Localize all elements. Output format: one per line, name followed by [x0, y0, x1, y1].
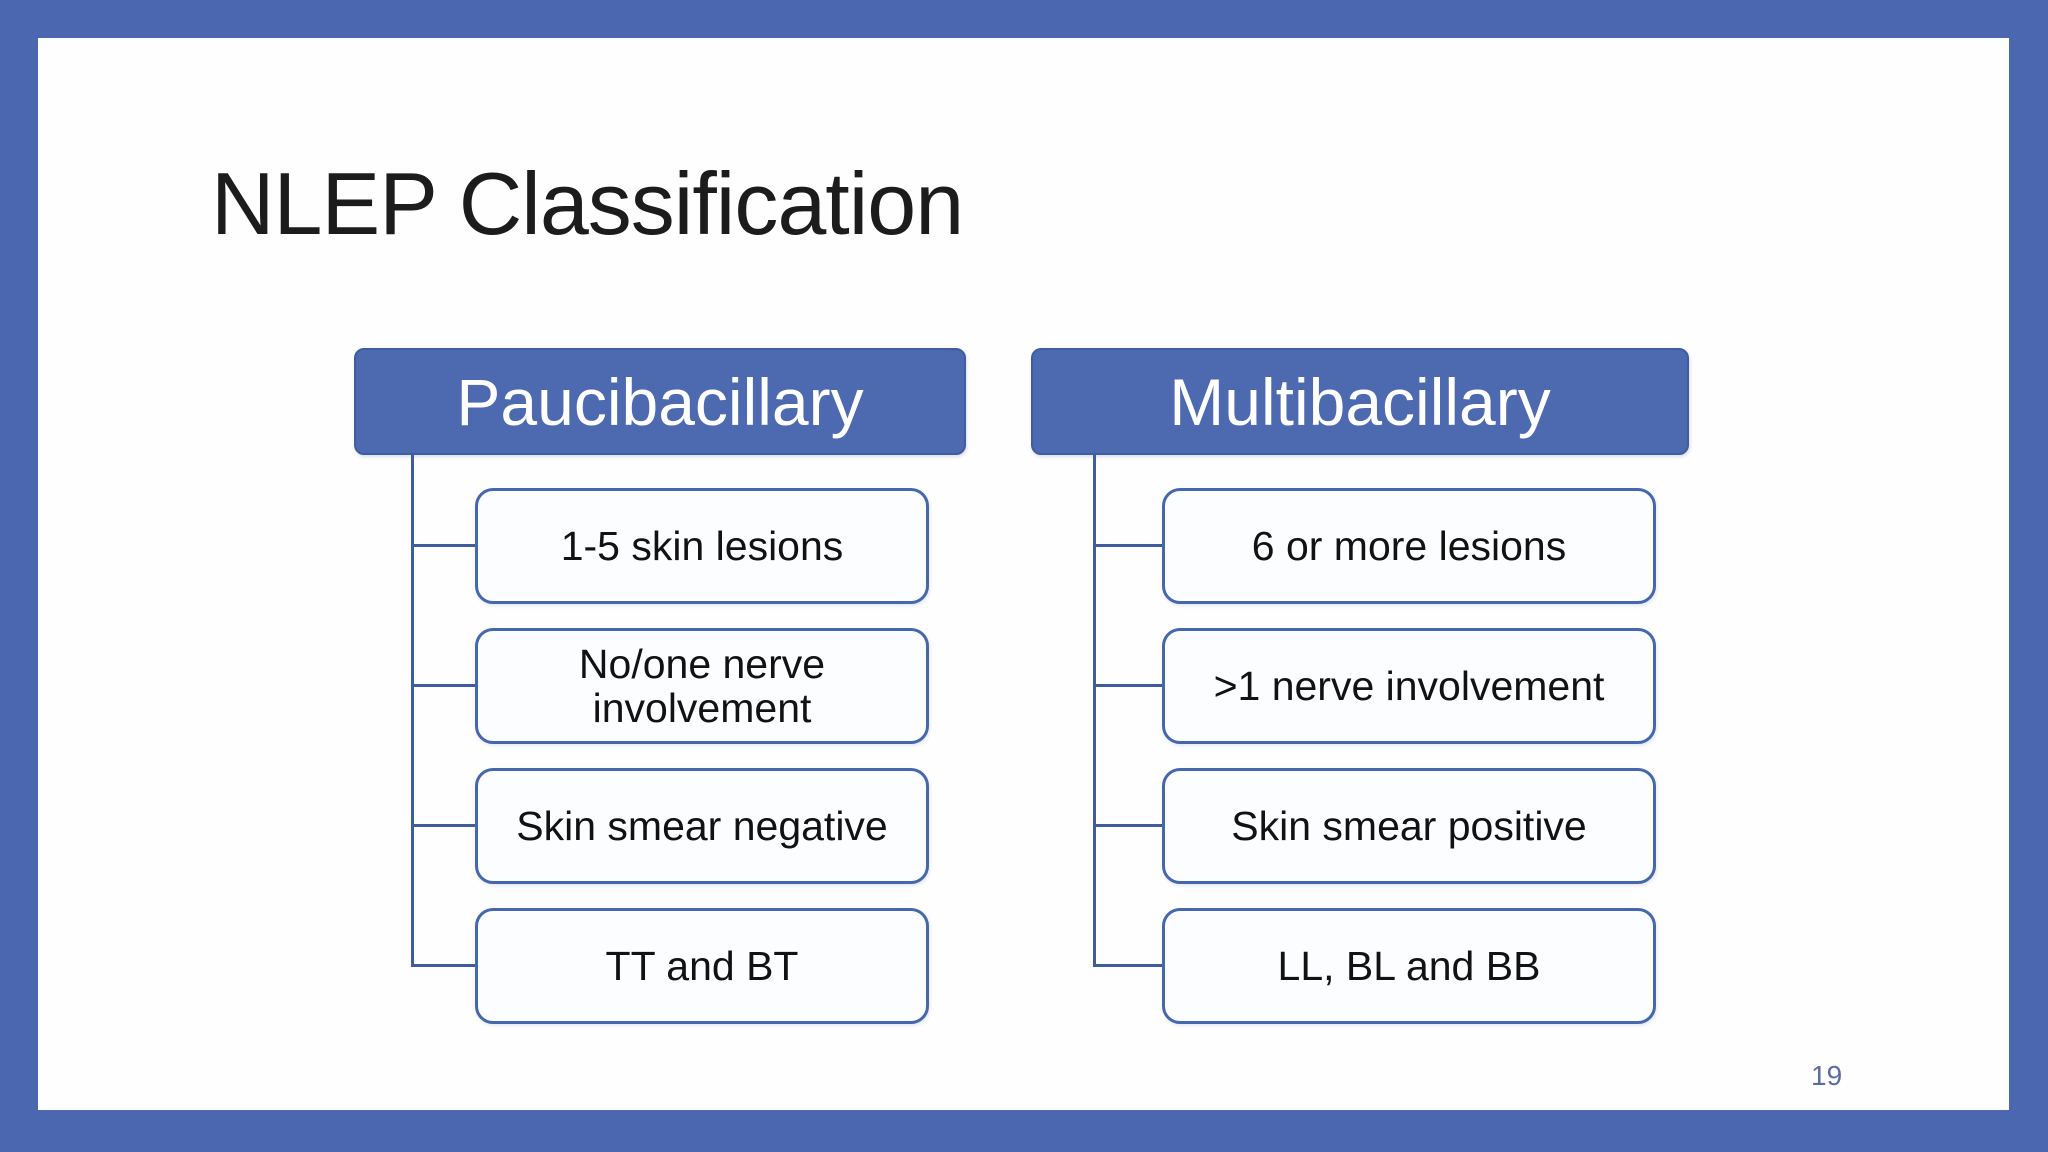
connector-line — [1093, 455, 1096, 967]
page-number: 19 — [1811, 1060, 1843, 1091]
multibacillary-header-box: Multibacillary — [1031, 348, 1689, 455]
connector-stub — [411, 964, 477, 967]
connector-stub — [411, 684, 477, 687]
connector-stub — [1093, 684, 1164, 687]
connector-line — [411, 455, 414, 967]
node-box: No/one nerve involvement — [475, 628, 929, 744]
node-box: LL, BL and BB — [1162, 908, 1656, 1024]
node-box: Skin smear positive — [1162, 768, 1656, 884]
node-box: Skin smear negative — [475, 768, 929, 884]
node-box: 1-5 skin lesions — [475, 488, 929, 604]
node-box: 6 or more lesions — [1162, 488, 1656, 604]
connector-stub — [411, 824, 477, 827]
connector-stub — [1093, 964, 1164, 967]
slide-canvas: NLEP Classification Paucibacillary 1-5 s… — [38, 38, 2009, 1110]
node-box: TT and BT — [475, 908, 929, 1024]
slide-title: NLEP Classification — [211, 154, 964, 253]
nlep-classification-diagram: Paucibacillary 1-5 skin lesions No/one n… — [38, 38, 2009, 1110]
paucibacillary-header-box: Paucibacillary — [354, 348, 966, 455]
node-box: >1 nerve involvement — [1162, 628, 1656, 744]
connector-stub — [411, 544, 477, 547]
connector-stub — [1093, 824, 1164, 827]
connector-stub — [1093, 544, 1164, 547]
